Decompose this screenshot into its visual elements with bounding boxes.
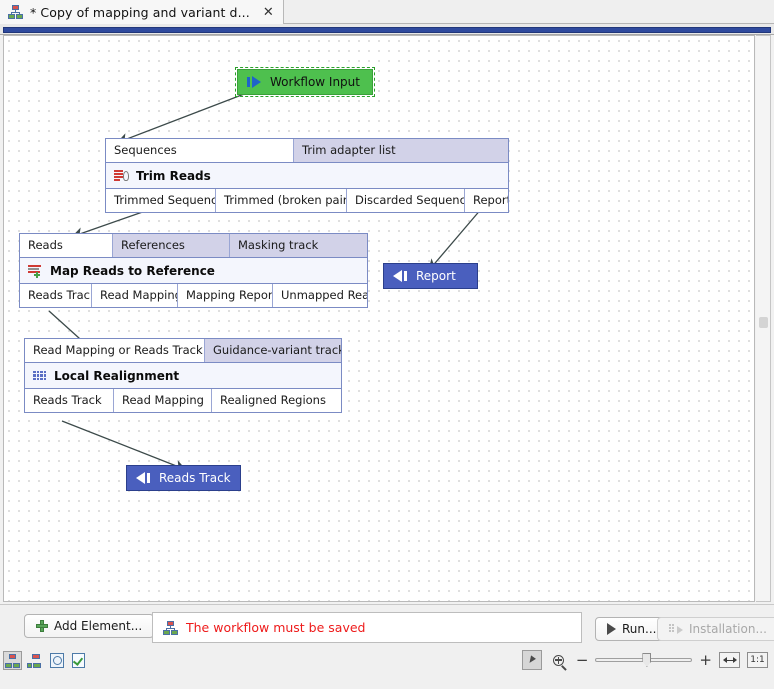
view-mode-strip (3, 651, 88, 670)
node-trim-reads[interactable]: Sequences Trim adapter list Trim Reads T… (105, 138, 509, 213)
port-out-realigned-regions[interactable]: Realigned Regions (212, 389, 341, 412)
output-arrow-icon (136, 472, 152, 484)
actual-size-button[interactable]: 1:1 (747, 652, 768, 668)
view-mode-info[interactable] (47, 651, 66, 670)
tab-bar: * Copy of mapping and variant d... ✕ (0, 0, 774, 24)
view-mode-workflow[interactable] (3, 651, 22, 670)
canvas-grid (4, 36, 754, 601)
port-out-read-mapping[interactable]: Read Mapping (92, 284, 178, 307)
port-out-mapping-report[interactable]: Mapping Report (178, 284, 273, 307)
workflow-icon (8, 5, 23, 19)
port-in-sequences[interactable]: Sequences (106, 139, 294, 162)
actual-size-label: 1:1 (750, 655, 765, 665)
trim-reads-title-band: Trim Reads (106, 163, 508, 188)
magnifier-plus-icon (553, 654, 565, 666)
status-message-box: The workflow must be saved (152, 612, 582, 643)
node-local-realignment[interactable]: Read Mapping or Reads Track Guidance-var… (24, 338, 342, 413)
node-report-output[interactable]: Report (383, 263, 478, 289)
node-map-reads-to-reference[interactable]: Reads References Masking track Map Reads… (19, 233, 368, 308)
fit-width-icon (722, 657, 737, 664)
zoom-out-button[interactable]: − (575, 650, 589, 669)
validate-check-icon (72, 653, 85, 668)
splitter-grip[interactable] (759, 317, 768, 328)
map-reads-outputs: Reads Track Read Mapping Mapping Report … (20, 283, 367, 307)
port-out-unmapped-reads[interactable]: Unmapped Reads (273, 284, 367, 307)
add-element-label: Add Element... (54, 619, 143, 633)
run-button-label: Run... (622, 622, 657, 636)
play-icon (607, 623, 616, 635)
tab-accent-strip (3, 27, 771, 33)
plus-icon (36, 620, 48, 632)
tab-workflow[interactable]: * Copy of mapping and variant d... ✕ (0, 0, 284, 24)
node-local-realignment-title: Local Realignment (54, 368, 180, 383)
fit-width-button[interactable] (719, 652, 740, 668)
map-reads-inputs: Reads References Masking track (20, 234, 367, 258)
port-out-report[interactable]: Report (465, 189, 508, 212)
node-trim-reads-title: Trim Reads (136, 168, 211, 183)
workflow-icon (163, 620, 178, 635)
port-out-reads-track[interactable]: Reads Track (20, 284, 92, 307)
input-arrow-icon (247, 76, 263, 88)
canvas-vertical-scrollbar[interactable] (756, 35, 771, 602)
port-in-reads[interactable]: Reads (20, 234, 113, 257)
local-realignment-icon (33, 370, 47, 382)
port-in-masking-track[interactable]: Masking track (230, 234, 367, 257)
node-map-reads-title: Map Reads to Reference (50, 263, 215, 278)
node-workflow-input-label: Workflow Input (270, 75, 360, 89)
port-out-trimmed-broken-pairs[interactable]: Trimmed (broken pairs) (216, 189, 347, 212)
port-out-lr-reads-track[interactable]: Reads Track (25, 389, 114, 412)
workflow-compact-icon (27, 653, 42, 668)
close-icon[interactable]: ✕ (262, 4, 274, 20)
map-reads-title-band: Map Reads to Reference (20, 258, 367, 283)
install-icon (669, 623, 683, 635)
zoom-tool-button[interactable] (549, 650, 569, 670)
installation-button-label: Installation... (689, 622, 767, 636)
cursor-icon (527, 655, 537, 665)
port-in-trim-adapter-list[interactable]: Trim adapter list (294, 139, 508, 162)
tab-title: * Copy of mapping and variant d... (30, 4, 250, 20)
workflow-canvas[interactable]: Workflow Input Sequences Trim adapter li… (3, 35, 755, 602)
select-tool-button[interactable] (521, 650, 542, 670)
zoom-in-button[interactable]: + (699, 650, 712, 669)
map-reads-icon (28, 264, 43, 278)
local-realignment-inputs: Read Mapping or Reads Track Guidance-var… (25, 339, 341, 363)
installation-button: Installation... (657, 617, 774, 641)
port-in-references[interactable]: References (113, 234, 230, 257)
trim-reads-outputs: Trimmed Sequences Trimmed (broken pairs)… (106, 188, 508, 212)
port-out-lr-read-mapping[interactable]: Read Mapping (114, 389, 212, 412)
add-element-button[interactable]: Add Element... (24, 614, 155, 638)
port-out-trimmed-sequences[interactable]: Trimmed Sequences (106, 189, 216, 212)
zoom-slider[interactable] (595, 653, 693, 667)
node-reads-track-output-label: Reads Track (159, 471, 231, 485)
node-report-output-label: Report (416, 269, 456, 283)
view-mode-validate[interactable] (69, 651, 88, 670)
node-reads-track-output[interactable]: Reads Track (126, 465, 241, 491)
trim-reads-inputs: Sequences Trim adapter list (106, 139, 508, 163)
port-in-guidance-variant-track[interactable]: Guidance-variant track (205, 339, 341, 362)
view-mode-workflow-compact[interactable] (25, 651, 44, 670)
output-arrow-icon (393, 270, 409, 282)
status-message: The workflow must be saved (186, 620, 366, 635)
trim-reads-icon (114, 169, 129, 183)
zoom-control-strip: − + 1:1 (521, 650, 768, 670)
local-realignment-outputs: Reads Track Read Mapping Realigned Regio… (25, 388, 341, 412)
node-workflow-input[interactable]: Workflow Input (235, 67, 375, 97)
workflow-icon (5, 653, 20, 668)
local-realignment-title-band: Local Realignment (25, 363, 341, 388)
port-out-discarded-sequences[interactable]: Discarded Sequences (347, 189, 465, 212)
zoom-slider-thumb[interactable] (642, 653, 652, 667)
info-icon (49, 653, 64, 668)
port-in-read-mapping-or-reads-track[interactable]: Read Mapping or Reads Track (25, 339, 205, 362)
